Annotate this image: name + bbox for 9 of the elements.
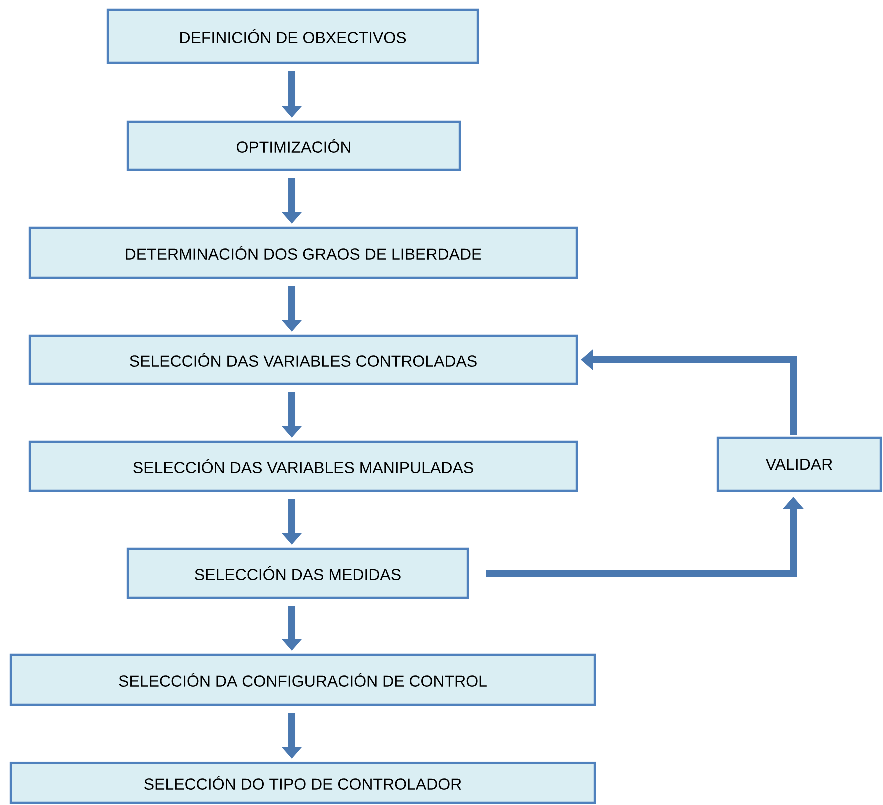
process-box: DETERMINACIÓN DOS GRAOS DE LIBERDADE <box>28 226 578 280</box>
process-box: SELECCIÓN DAS MEDIDAS <box>126 548 470 600</box>
process-box: OPTIMIZACIÓN <box>126 120 462 172</box>
process-box: SELECCIÓN DAS VARIABLES MANIPULADAS <box>28 440 578 492</box>
process-box: SELECCIÓN DO TIPO DE CONTROLADOR <box>10 762 596 804</box>
process-box: SELECCIÓN DAS VARIABLES CONTROLADAS <box>28 334 578 386</box>
process-box: DEFINICIÓN DE OBXECTIVOS <box>106 8 480 64</box>
process-box: SELECCIÓN DA CONFIGURACIÓN DE CONTROL <box>10 654 596 706</box>
process-box: VALIDAR <box>716 436 882 492</box>
